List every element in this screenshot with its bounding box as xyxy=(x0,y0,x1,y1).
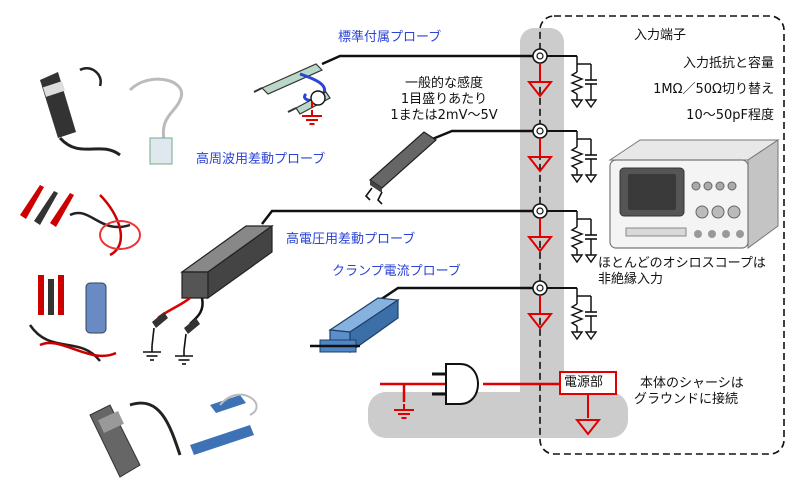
sensitivity-line-2: 1目盛りあたり xyxy=(400,92,488,107)
channel-4-terminal xyxy=(528,280,597,339)
probe-photo-1 xyxy=(40,67,184,165)
channel-2-terminal xyxy=(528,123,597,182)
high-freq-diff-probe-drawing xyxy=(364,131,437,205)
input-switch-label: 1MΩ／50Ω切り替え xyxy=(653,82,774,97)
channel-1-terminal xyxy=(528,48,597,107)
chassis-note-line-2: グラウンドに接続 xyxy=(634,392,739,407)
label-high-freq-diff-probe: 高周波用差動プローブ xyxy=(196,152,326,167)
scope-note-line-1: ほとんどのオシロスコープは xyxy=(598,256,766,271)
probe-photo-3 xyxy=(28,275,117,362)
probe-photo-4 xyxy=(89,393,258,478)
channel-wires xyxy=(261,54,534,302)
label-high-voltage-diff-probe: 高電圧用差動プローブ xyxy=(286,232,416,247)
clamp-current-probe-drawing xyxy=(310,297,400,354)
channel-3-terminal xyxy=(528,203,597,262)
sensitivity-line-3: 1または2mV～5V xyxy=(390,108,498,123)
label-standard-probe: 標準付属プローブ xyxy=(338,30,442,45)
power-unit-label: 電源部 xyxy=(564,375,604,390)
power-plug-drawing xyxy=(380,363,560,419)
input-terminal-title: 入力端子 xyxy=(634,28,687,43)
label-clamp-current-probe: クランプ電流プローブ xyxy=(332,264,461,279)
sensitivity-line-1: 一般的な感度 xyxy=(404,76,483,91)
probe-photo-2 xyxy=(20,185,141,257)
oscilloscope-icon xyxy=(608,139,780,249)
chassis-note-line-1: 本体のシャーシは xyxy=(640,376,744,391)
power-unit xyxy=(559,371,617,435)
high-voltage-diff-probe-drawing xyxy=(142,224,274,365)
input-capacitance-label: 10～50pF程度 xyxy=(686,108,774,123)
input-impedance-label: 入力抵抗と容量 xyxy=(682,56,774,71)
standard-probe-drawing xyxy=(253,63,331,125)
scope-note-line-2: 非絶縁入力 xyxy=(598,272,664,287)
